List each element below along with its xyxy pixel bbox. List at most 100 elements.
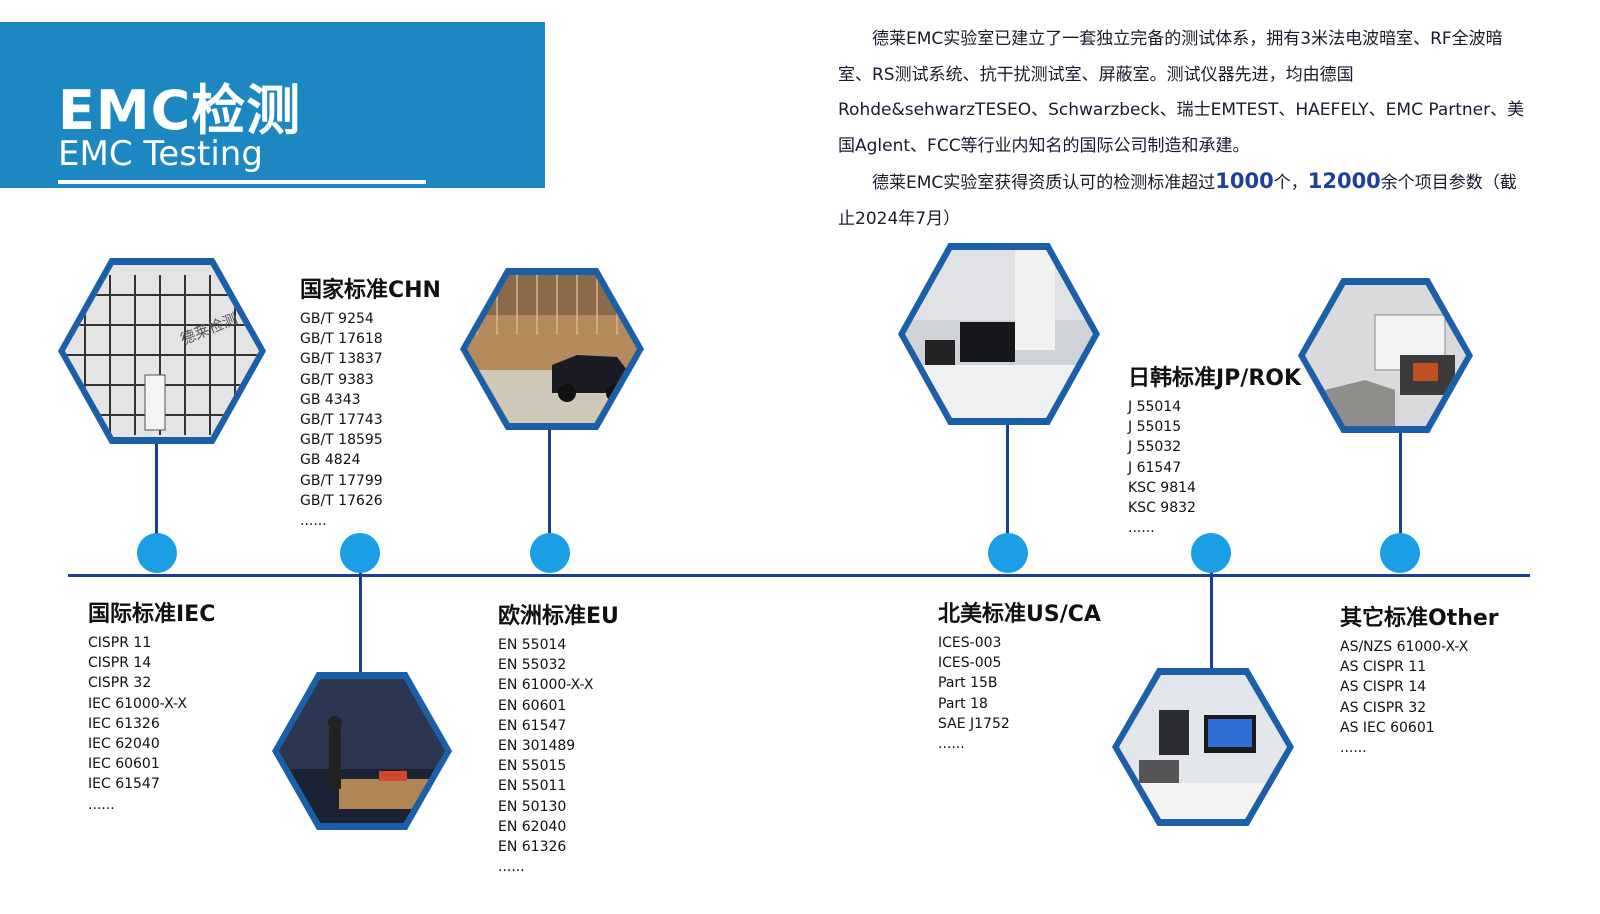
standard-list: CISPR 11 CISPR 14 CISPR 32 IEC 61000-X-X… bbox=[88, 633, 215, 815]
timeline-node bbox=[988, 533, 1028, 573]
group-title: 日韩标准JP/ROK bbox=[1128, 366, 1302, 391]
connector-line bbox=[1399, 432, 1402, 555]
timeline-axis bbox=[68, 574, 1530, 577]
standard-group-jprok: 日韩标准JP/ROK J 55014 J 55015 J 55032 J 615… bbox=[1128, 360, 1301, 538]
standard-group-other: 其它标准Other AS/NZS 61000-X-X AS CISPR 11 A… bbox=[1340, 600, 1499, 758]
standard-item: GB 4824 bbox=[300, 452, 361, 469]
standard-item: SAE J1752 bbox=[938, 715, 1010, 732]
timeline-node bbox=[530, 533, 570, 573]
group-title: 国际标准IEC bbox=[88, 602, 216, 627]
timeline-node bbox=[137, 533, 177, 573]
group-title: 其它标准Other bbox=[1340, 606, 1499, 631]
standard-item: ICES-005 bbox=[938, 655, 1002, 672]
standard-item: GB/T 18595 bbox=[300, 432, 383, 449]
intro-p2-c: 余个项目参数（截止2024年7月） bbox=[838, 173, 1517, 229]
title-underline bbox=[58, 180, 426, 184]
vehicle-chamber-image bbox=[467, 275, 637, 423]
standard-item: KSC 9832 bbox=[1128, 500, 1196, 517]
standard-item: J 55014 bbox=[1128, 399, 1182, 415]
instrument-image bbox=[1305, 285, 1466, 426]
intro-paragraph-2: 德莱EMC实验室获得资质认可的检测标准超过1000个，12000余个项目参数（截… bbox=[838, 164, 1528, 237]
anechoic-chamber-photo: 德莱检测 bbox=[58, 258, 266, 444]
intro-p2-a: 德莱EMC实验室获得资质认可的检测标准超过 bbox=[872, 173, 1216, 193]
connector-line bbox=[548, 430, 551, 555]
standard-item: GB 4343 bbox=[300, 391, 361, 408]
standard-item: GB/T 13837 bbox=[300, 351, 383, 368]
standard-item: ...... bbox=[88, 796, 115, 813]
standard-item: Part 15B bbox=[938, 675, 998, 692]
standard-item: CISPR 32 bbox=[88, 675, 152, 692]
standard-item: GB/T 17618 bbox=[300, 331, 383, 348]
test-lab-image-1 bbox=[905, 250, 1093, 418]
standard-item: EN 61326 bbox=[498, 839, 567, 856]
standard-item: EN 62040 bbox=[498, 818, 567, 835]
standard-item: AS CISPR 32 bbox=[1340, 699, 1427, 716]
standard-item: ...... bbox=[300, 513, 327, 530]
standard-item: AS CISPR 14 bbox=[1340, 679, 1427, 696]
standard-item: EN 50130 bbox=[498, 798, 567, 815]
standard-item: EN 55014 bbox=[498, 637, 567, 653]
group-title: 国家标准CHN bbox=[300, 278, 441, 303]
standard-group-chn: 国家标准CHN GB/T 9254 GB/T 17618 GB/T 13837 … bbox=[300, 272, 441, 531]
standard-item: ...... bbox=[938, 736, 965, 753]
standard-item: IEC 60601 bbox=[88, 756, 160, 773]
parameter-count: 12000 bbox=[1307, 169, 1381, 193]
standard-item: KSC 9814 bbox=[1128, 479, 1196, 496]
standard-group-usca: 北美标准US/CA ICES-003 ICES-005 Part 15B Par… bbox=[938, 596, 1101, 754]
page-subtitle: EMC Testing bbox=[58, 134, 263, 174]
shielded-room-photo bbox=[272, 672, 452, 830]
standard-group-eu: 欧洲标准EU EN 55014 EN 55032 EN 61000-X-X EN… bbox=[498, 598, 619, 877]
standard-item: GB/T 9383 bbox=[300, 371, 374, 388]
standard-item: AS CISPR 11 bbox=[1340, 659, 1427, 676]
header-banner: EMC检测 EMC Testing bbox=[0, 22, 545, 188]
standard-item: EN 55032 bbox=[498, 657, 567, 674]
standard-list: GB/T 9254 GB/T 17618 GB/T 13837 GB/T 938… bbox=[300, 309, 441, 531]
standard-item: GB/T 9254 bbox=[300, 311, 374, 327]
shielded-room-image bbox=[279, 679, 445, 823]
standard-item: IEC 61326 bbox=[88, 715, 160, 732]
standard-item: GB/T 17626 bbox=[300, 492, 383, 509]
standard-item: AS IEC 60601 bbox=[1340, 719, 1435, 736]
standard-item: J 55032 bbox=[1128, 439, 1182, 456]
standard-item: EN 61547 bbox=[498, 717, 567, 734]
standard-item: ...... bbox=[498, 859, 525, 876]
timeline-node bbox=[340, 533, 380, 573]
absorber-grid-image: 德莱检测 bbox=[65, 265, 259, 437]
timeline-node bbox=[1191, 533, 1231, 573]
instrument-photo bbox=[1298, 278, 1473, 433]
standard-group-iec: 国际标准IEC CISPR 11 CISPR 14 CISPR 32 IEC 6… bbox=[88, 596, 215, 815]
intro-paragraph-1: 德莱EMC实验室已建立了一套独立完备的测试体系，拥有3米法电波暗室、RF全波暗室… bbox=[838, 29, 1525, 156]
standard-item: CISPR 14 bbox=[88, 655, 152, 672]
standard-item: AS/NZS 61000-X-X bbox=[1340, 639, 1469, 655]
intro-text: 德莱EMC实验室已建立了一套独立完备的测试体系，拥有3米法电波暗室、RF全波暗室… bbox=[838, 22, 1528, 237]
standard-list: J 55014 J 55015 J 55032 J 61547 KSC 9814… bbox=[1128, 397, 1301, 538]
standard-item: IEC 62040 bbox=[88, 736, 160, 753]
test-lab-image-2 bbox=[1119, 675, 1287, 819]
standard-count: 1000 bbox=[1215, 169, 1274, 193]
standard-item: ...... bbox=[1128, 520, 1155, 537]
standard-item: EN 301489 bbox=[498, 738, 576, 755]
group-title: 北美标准US/CA bbox=[938, 602, 1101, 627]
standard-item: GB/T 17743 bbox=[300, 412, 383, 429]
standard-item: Part 18 bbox=[938, 695, 988, 712]
standard-list: ICES-003 ICES-005 Part 15B Part 18 SAE J… bbox=[938, 633, 1101, 754]
test-lab-photo-1 bbox=[898, 243, 1100, 425]
standard-item: EN 55015 bbox=[498, 758, 567, 775]
standard-list: EN 55014 EN 55032 EN 61000-X-X EN 60601 … bbox=[498, 635, 619, 877]
vehicle-chamber-photo bbox=[460, 268, 644, 430]
group-title: 欧洲标准EU bbox=[498, 604, 619, 629]
standard-item: IEC 61547 bbox=[88, 776, 160, 793]
standard-item: EN 60601 bbox=[498, 697, 567, 714]
connector-line bbox=[1210, 572, 1213, 672]
standard-item: IEC 61000-X-X bbox=[88, 695, 187, 712]
connector-line bbox=[1006, 422, 1009, 555]
standard-item: EN 55011 bbox=[498, 778, 567, 795]
intro-p2-b: 个， bbox=[1273, 173, 1308, 193]
standard-item: ...... bbox=[1340, 740, 1367, 757]
connector-line bbox=[359, 572, 362, 680]
standard-item: EN 61000-X-X bbox=[498, 677, 594, 694]
page-title: EMC检测 bbox=[58, 79, 302, 142]
standard-item: J 61547 bbox=[1128, 459, 1182, 476]
standard-item: CISPR 11 bbox=[88, 635, 152, 651]
timeline-node bbox=[1380, 533, 1420, 573]
